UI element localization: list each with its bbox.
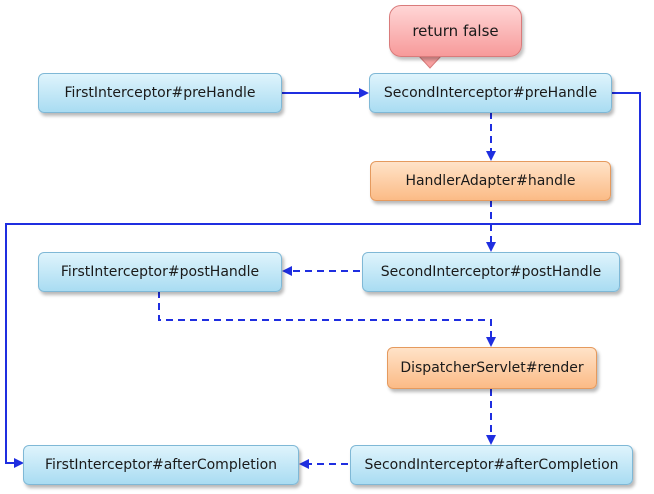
node-second-interceptor-aftercompletion: SecondInterceptor#afterCompletion <box>350 445 633 485</box>
node-second-interceptor-prehandle: SecondInterceptor#preHandle <box>369 73 612 113</box>
return-false-callout: return false <box>389 5 522 57</box>
node-second-interceptor-posthandle: SecondInterceptor#postHandle <box>362 252 620 292</box>
node-first-interceptor-aftercompletion: FirstInterceptor#afterCompletion <box>23 445 299 485</box>
edge-second-pre-to-first-after <box>5 92 641 468</box>
node-handler-adapter-handle: HandlerAdapter#handle <box>370 161 611 201</box>
node-first-interceptor-posthandle: FirstInterceptor#postHandle <box>38 252 282 292</box>
node-dispatcher-servlet-render: DispatcherServlet#render <box>387 347 597 389</box>
node-first-interceptor-prehandle: FirstInterceptor#preHandle <box>38 73 282 113</box>
edge-first-post-to-render <box>158 291 496 347</box>
